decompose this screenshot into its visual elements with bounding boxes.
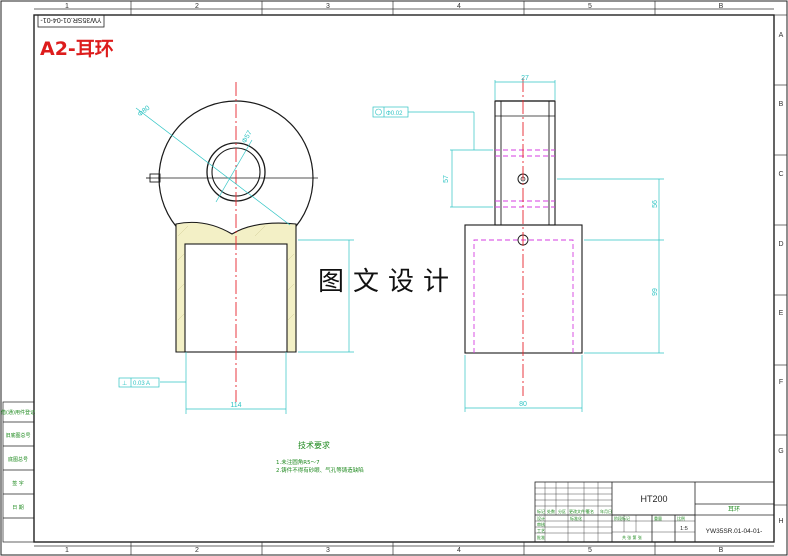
col-label-top: 2 bbox=[195, 3, 199, 10]
row-label: H bbox=[778, 518, 783, 525]
tb-label: 年月日 bbox=[600, 508, 612, 514]
drawing-number-box bbox=[37, 14, 105, 28]
column-zone-strip bbox=[34, 1, 787, 555]
side-hidden-bore bbox=[495, 149, 555, 208]
tb-role: 批准 bbox=[537, 534, 545, 540]
col-label-bottom: 1 bbox=[65, 547, 69, 554]
dim-57: 57 bbox=[443, 175, 450, 183]
tb-weight: 重量 bbox=[654, 515, 662, 521]
notes-heading: 技术要求 bbox=[298, 440, 330, 450]
row-label: A bbox=[779, 32, 784, 39]
dim-dia57: Φ57 bbox=[241, 130, 254, 145]
row-label: B bbox=[779, 101, 784, 108]
col-label-top: 3 bbox=[326, 3, 330, 10]
front-view bbox=[135, 82, 354, 414]
tb-ratio: 比例 bbox=[677, 515, 685, 521]
col-label-top: 5 bbox=[588, 3, 592, 10]
dim-dia80: Φ80 bbox=[137, 105, 152, 119]
tb-label: 标记 bbox=[537, 508, 545, 514]
notes-line-2: 2.铸件不得有砂眼、气孔等铸造缺陷 bbox=[276, 466, 364, 474]
title-block bbox=[534, 481, 775, 543]
watermark-text: 图文设计 bbox=[318, 267, 458, 297]
side-view bbox=[408, 78, 664, 412]
tb-role: 工艺 bbox=[537, 528, 545, 533]
parallelism-frame: Φ0.02 bbox=[372, 106, 409, 118]
flatness-frame: ⊥ 0.03 A bbox=[118, 377, 160, 388]
dia80-leader bbox=[135, 107, 291, 226]
col-label-top: 1 bbox=[65, 3, 69, 10]
col-label-bottom: 4 bbox=[457, 547, 461, 554]
dim-27: 27 bbox=[521, 75, 529, 82]
col-label-bottom: 2 bbox=[195, 547, 199, 554]
svg-text:⊥: ⊥ bbox=[122, 380, 127, 387]
row-label: D bbox=[778, 241, 783, 248]
row-label: E bbox=[779, 310, 784, 317]
row-label: G bbox=[778, 448, 783, 455]
tb-label: 分区 bbox=[558, 508, 566, 514]
side-table-cell: 底图总号 bbox=[8, 456, 28, 463]
side-table-cell: 旧底图总号 bbox=[5, 432, 30, 439]
tb-label: 处数 bbox=[547, 508, 555, 514]
left-side-table bbox=[2, 401, 35, 543]
side-hidden-cavity bbox=[473, 239, 574, 353]
inner-frame bbox=[33, 14, 775, 543]
drawing-number-inverted: YW35SR.01-04-01- bbox=[40, 16, 102, 23]
notes-line-1: 1.未注圆角R5～7 bbox=[276, 458, 320, 466]
tb-sheet: 共 张 第 张 bbox=[622, 534, 642, 540]
dim-56: 56 bbox=[652, 200, 659, 208]
tb-std: 标准化 bbox=[570, 515, 582, 521]
row-label: F bbox=[779, 379, 783, 386]
part-name-text: 耳环 bbox=[728, 506, 740, 513]
tb-stage: 阶段标记 bbox=[614, 515, 630, 521]
flatness-value: 0.03 A bbox=[133, 381, 150, 387]
col-label-top: 4 bbox=[457, 3, 461, 10]
material-text: HT200 bbox=[640, 494, 667, 504]
col-label-bottom: 3 bbox=[326, 547, 330, 554]
drawing-title: A2-耳环 bbox=[40, 38, 114, 60]
col-label-bottom: B bbox=[719, 547, 724, 554]
tb-role: 设计 bbox=[537, 515, 545, 521]
tb-label: 更改文件号 bbox=[569, 508, 589, 514]
dia57-leader bbox=[215, 139, 253, 203]
scale-text: 1:5 bbox=[680, 526, 688, 532]
side-table-cell: 签 字 bbox=[12, 480, 24, 487]
side-body bbox=[464, 224, 583, 354]
dim-99: 99 bbox=[652, 288, 659, 296]
side-neck bbox=[494, 100, 556, 226]
col-label-bottom: 5 bbox=[588, 547, 592, 554]
col-label-top: B bbox=[719, 3, 724, 10]
side-table-cell: 日 期 bbox=[12, 505, 24, 511]
parallelism-value: Φ0.02 bbox=[386, 111, 403, 117]
tb-label: 签名 bbox=[586, 508, 594, 514]
side-table-cell: 借(通)用件登记 bbox=[1, 409, 35, 416]
tb-role: 审核 bbox=[537, 521, 545, 527]
dim-80: 80 bbox=[519, 401, 527, 408]
row-label: C bbox=[778, 171, 783, 178]
dim-114: 114 bbox=[230, 402, 241, 409]
drawing-number-text: YW35SR.01-04-01- bbox=[706, 528, 763, 535]
